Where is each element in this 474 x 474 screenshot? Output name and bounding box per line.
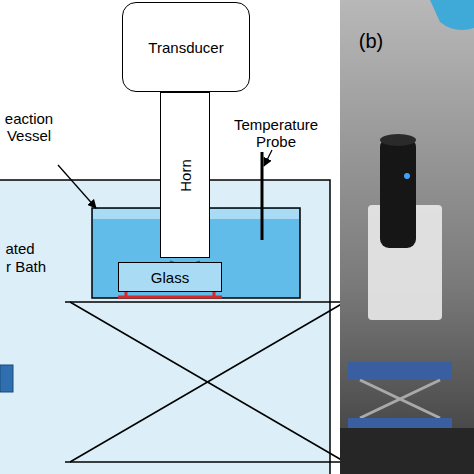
leader-arrow <box>264 150 272 166</box>
bath-label: r Bath <box>0 258 52 275</box>
glass-box: Glass <box>118 262 222 292</box>
transducer-box: Transducer <box>122 2 250 92</box>
panel-letter: (b) <box>354 30 388 52</box>
temperature-probe <box>261 152 264 240</box>
node-text: Horn <box>176 159 193 192</box>
bath-label: ated <box>0 240 40 257</box>
probe-label: Temperature Probe <box>226 116 326 150</box>
photo <box>340 0 474 474</box>
node-text: Glass <box>151 269 189 286</box>
glass-stand <box>118 292 222 297</box>
leader-arrow <box>58 165 96 208</box>
node-text: Transducer <box>148 39 223 56</box>
horn-box: Horn <box>160 92 210 258</box>
vessel-label: eaction Vessel <box>0 110 60 144</box>
heater-element <box>0 365 13 392</box>
lab-jack <box>65 302 350 462</box>
